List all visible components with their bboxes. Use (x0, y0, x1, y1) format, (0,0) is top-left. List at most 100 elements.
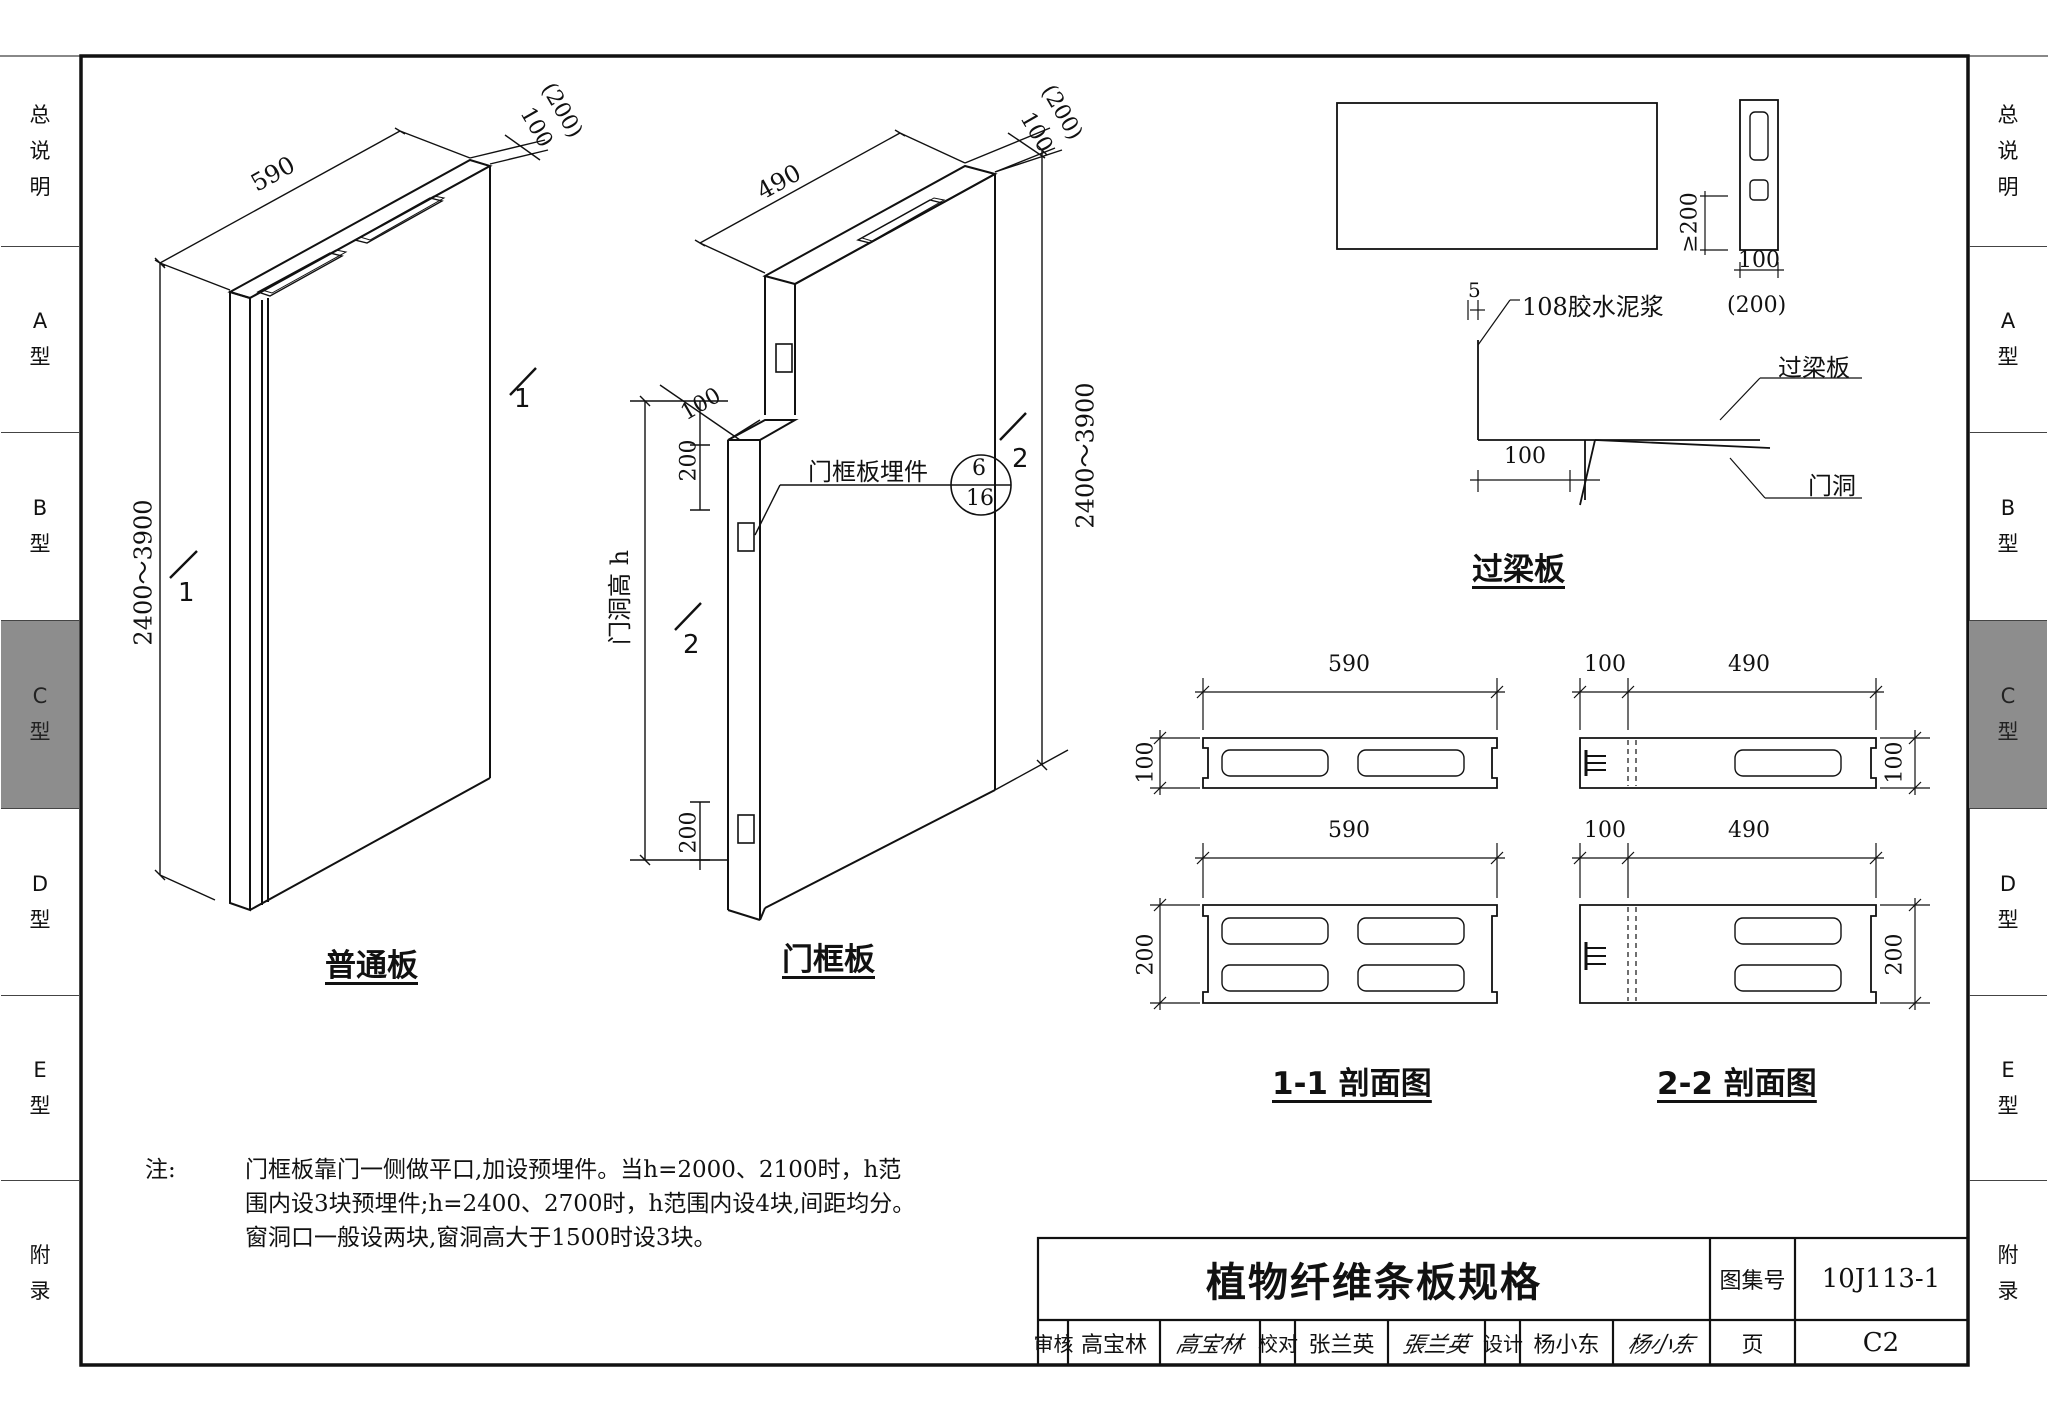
door-embed-label: 门框板埋件 (808, 458, 928, 486)
right-tab-b-char: B (2000, 496, 2016, 520)
reviewer-name: 高宝林 (1080, 1332, 1147, 1358)
lintel-drawing (1336, 99, 1862, 506)
right-tab-appendix-char: 录 (1997, 1278, 2019, 1303)
left-tab-d-char: D (31, 871, 49, 896)
atlas-label: 图集号 (1719, 1269, 1786, 1294)
section-2-2-drawing (1579, 737, 1877, 1004)
left-tab-b-char: 型 (29, 532, 51, 556)
lintel-thickness-alt-label: (200) (1727, 293, 1787, 318)
section2-thick-a: 100 (1882, 741, 1908, 784)
title-block-grid (1036, 1236, 1970, 1367)
drawing-title: 植物纤维条板规格 (1206, 1260, 1542, 1306)
left-tab-c-char: C (32, 684, 48, 708)
door-detail-ref-bottom: 16 (966, 486, 994, 511)
lintel-door-label: 门洞 (1808, 472, 1856, 500)
left-tab-general-char: 总 (29, 103, 51, 127)
door-embed-spacing-bottom: 200 (676, 811, 702, 854)
door-height-label: 2400～3900 (1071, 382, 1100, 529)
lintel-bearing-label: 100 (1504, 444, 1546, 469)
review-label: 审核 (1033, 1332, 1074, 1356)
lintel-gap-label: 5 (1468, 278, 1481, 302)
lintel-mortar-label: 108胶水泥浆 (1522, 293, 1664, 321)
note-line-1: 门框板靠门一侧做平口,加设预埋件。当h=2000、2100时，h范 (245, 1157, 902, 1183)
left-tab-e-char: E (33, 1057, 47, 1082)
page-number: C2 (1862, 1327, 1900, 1358)
right-tab-separator (1969, 995, 2047, 996)
note-label: 注: (145, 1157, 176, 1183)
section1-thick-a: 100 (1133, 741, 1159, 784)
right-tab-separator (1969, 620, 2047, 621)
door-frame-panel-title: 门框板 (782, 942, 875, 978)
left-tab-separator (1, 995, 79, 996)
section-2-2-title: 2-2 剖面图 (1657, 1066, 1817, 1102)
standard-section-mark-right: 1 (514, 384, 531, 414)
note-line-2: 围内设3块预埋件;h=2400、2700时，h范围内设4块,间距均分。 (245, 1191, 916, 1217)
check-label: 校对 (1258, 1332, 1298, 1356)
section2-width-b: 490 (1728, 818, 1770, 843)
lintel-slot-spacing: ≥200 (1677, 192, 1703, 253)
door-frame-panel-dims (630, 127, 1069, 870)
right-tab-b-char: 型 (1997, 532, 2019, 556)
left-tab-separator (1, 808, 79, 809)
reviewer-signature: 高宝林 (1173, 1332, 1246, 1358)
left-tab-appendix-char: 录 (29, 1278, 51, 1303)
right-tab-e-char: E (2001, 1057, 2015, 1082)
door-embed-spacing-top: 200 (676, 439, 702, 482)
right-tab-separator (1969, 808, 2047, 809)
right-tab-separator (1969, 1180, 2047, 1181)
left-tab-a-char: A (32, 309, 48, 333)
checker-signature: 張兰英 (1400, 1332, 1472, 1358)
left-tab-general[interactable]: 总说明 (1, 56, 79, 246)
lintel-title: 过梁板 (1472, 552, 1565, 588)
right-tab-separator (1969, 246, 2047, 247)
designer-name: 杨小东 (1533, 1332, 1600, 1358)
checker-name: 张兰英 (1308, 1332, 1375, 1358)
right-tab-c-char: 型 (1997, 720, 2019, 744)
right-tab-appendix[interactable]: 附录 (1969, 1180, 2047, 1365)
door-detail-ref-top: 6 (972, 456, 986, 481)
drawing-frame (79, 54, 1970, 1367)
section2-width-a: 490 (1728, 652, 1770, 677)
right-tab-a-char: A (2000, 309, 2016, 333)
left-tab-e-char: 型 (29, 1093, 51, 1118)
left-tab-appendix-char: 附 (29, 1242, 51, 1267)
page-label: 页 (1741, 1332, 1764, 1358)
right-tab-general-char: 总 (1997, 103, 2019, 127)
lintel-board-label: 过梁板 (1778, 354, 1850, 382)
right-tab-d-char: 型 (1997, 907, 2019, 932)
left-tab-separator (1, 246, 79, 247)
right-tab-general-char: 说 (1997, 139, 2019, 163)
left-tab-general-char: 说 (29, 139, 51, 163)
left-tab-separator (1, 620, 79, 621)
right-tab-e-char: 型 (1997, 1093, 2019, 1118)
lintel-thickness-label: 100 (1738, 248, 1780, 273)
right-tab-c-char: C (2000, 684, 2016, 708)
designer-signature: 杨小东 (1625, 1332, 1697, 1358)
atlas-number: 10J113-1 (1821, 1264, 1941, 1294)
right-tab-general[interactable]: 总说明 (1969, 56, 2047, 246)
left-tab-separator (1, 1180, 79, 1181)
door-section-mark-right: 2 (1012, 444, 1029, 474)
section1-width-a: 590 (1328, 652, 1370, 677)
right-tab-appendix-char: 附 (1997, 1242, 2019, 1267)
section2-edge-a: 100 (1584, 652, 1626, 677)
standard-panel-title: 普通板 (325, 948, 418, 984)
left-tab-general-char: 明 (29, 175, 51, 199)
left-tab-appendix[interactable]: 附录 (1, 1180, 79, 1365)
standard-height-label: 2400～3900 (129, 499, 158, 646)
door-opening-height-label: 门洞高 h (606, 549, 635, 646)
right-tab-general-char: 明 (1997, 175, 2019, 199)
door-frame-panel-drawing (727, 164, 998, 921)
note-line-3: 窗洞口一般设两块,窗洞高大于1500时设3块。 (245, 1225, 717, 1251)
